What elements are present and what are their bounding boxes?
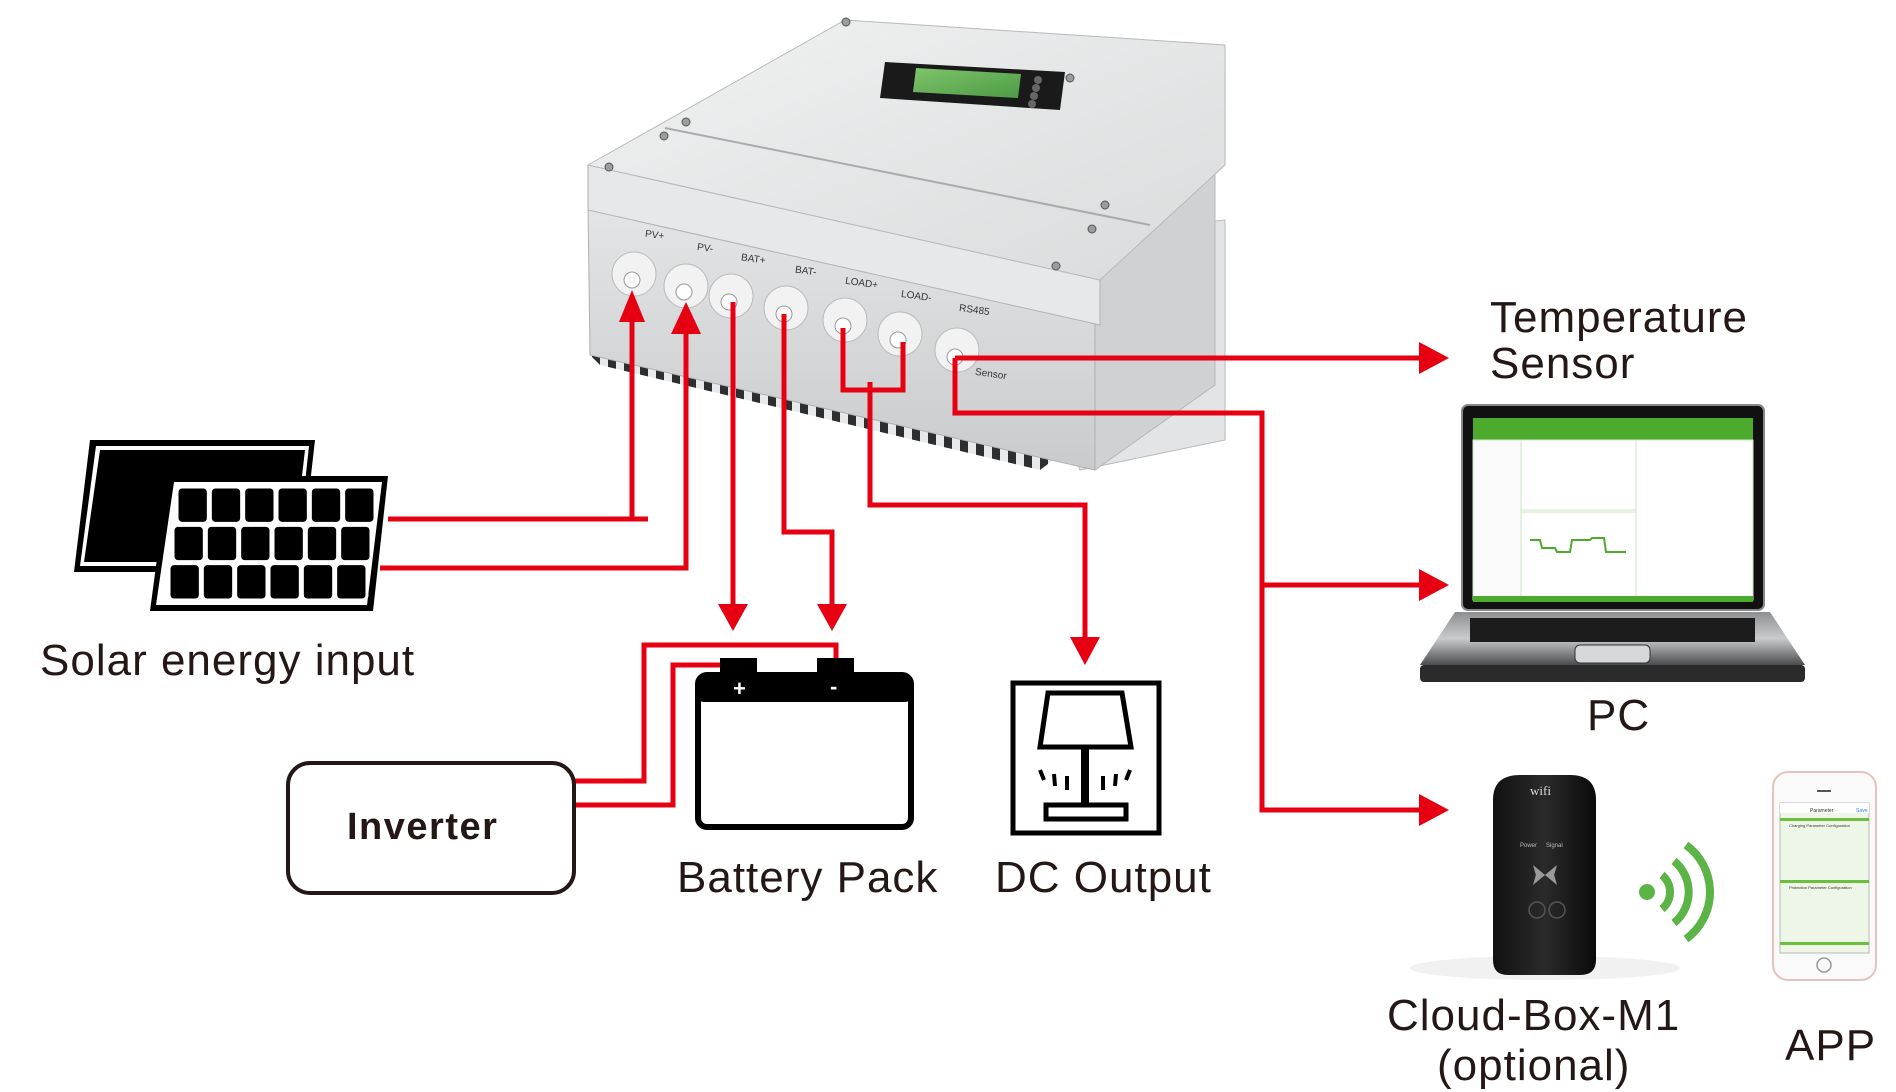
arrow-temp-sensor (1419, 342, 1449, 374)
arrow-pv-minus (671, 302, 701, 334)
controller-top (586, 19, 1226, 281)
solar-cell (204, 523, 240, 564)
lamp-icon (1010, 680, 1162, 836)
gland-load-minus (877, 311, 923, 357)
temperature-sensor-label-line2: Sensor (1490, 339, 1636, 388)
solar-cell (275, 485, 310, 525)
lcd-display (880, 62, 1065, 110)
solar-cell (167, 562, 202, 602)
lcd-button (1030, 92, 1038, 100)
cloud-box-label-line2: (optional) (1437, 1041, 1631, 1090)
solar-cell (267, 562, 302, 602)
wire-load-bracket (840, 328, 906, 393)
arrow-bat-minus (817, 604, 847, 631)
solar-panel-front (150, 476, 388, 611)
app-save-button[interactable]: Save (1856, 808, 1868, 814)
arrow-pc (1419, 569, 1449, 601)
solar-cell (200, 562, 236, 602)
lid-seam (664, 127, 1151, 226)
app-section-charging: Charging Parameter Configuration (1789, 823, 1850, 828)
wire-bat-minus (781, 314, 835, 605)
solar-cell (175, 485, 210, 525)
arrow-cloud-box (1419, 794, 1449, 826)
lcd-button (1034, 76, 1042, 84)
solar-cell (304, 523, 340, 564)
cloud-box-led-signal: Signal (1546, 843, 1563, 849)
battery-icon (695, 658, 914, 830)
wifi-signal-icon (1639, 841, 1715, 943)
pc-label: PC (1587, 691, 1651, 740)
solar-cell (342, 485, 377, 525)
cloud-box-label-line1: Cloud-Box-M1 (1387, 991, 1681, 1040)
cloud-box-device-icon (1410, 775, 1680, 980)
app-section-protection: Protection Parameter Configuration (1789, 885, 1852, 890)
cable-glands (611, 251, 980, 373)
solar-cell (208, 485, 244, 525)
inverter-box (286, 761, 576, 895)
screws (604, 17, 1110, 271)
wire-pv-minus (380, 332, 689, 571)
solar-cell (338, 523, 373, 564)
cloud-box-led-power: Power (1520, 843, 1538, 849)
port-label-pv-minus: PV- (696, 241, 714, 256)
phone-home-button (1816, 957, 1832, 973)
battery-plus-sign: + (733, 676, 747, 701)
laptop-keyboard (1470, 618, 1755, 642)
solar-panels-icon (74, 440, 388, 611)
smartphone-app-icon (1772, 771, 1877, 981)
solar-cell (171, 523, 206, 564)
lcd-button (1032, 84, 1040, 92)
inverter-label: Inverter (347, 806, 499, 848)
arrow-bat-plus (718, 604, 748, 631)
solar-cell (234, 562, 269, 602)
solar-cell (242, 485, 277, 525)
battery-pack-label: Battery Pack (677, 853, 939, 902)
app-label: APP (1785, 1021, 1877, 1070)
solar-cell (271, 523, 306, 564)
gland-pv-minus (663, 263, 709, 309)
temperature-sensor-label-line1: Temperature (1490, 293, 1749, 342)
solar-cell (238, 523, 273, 564)
mppt-controller (586, 17, 1226, 471)
arrow-pv-plus (619, 290, 645, 322)
battery-minus-sign: - (830, 674, 839, 699)
app-toolbar (1473, 418, 1753, 440)
dc-output-label: DC Output (995, 853, 1212, 902)
gland-pv-plus (611, 251, 657, 297)
reset-button (1548, 901, 1566, 919)
app-chart-line (1530, 537, 1626, 553)
wire-inverter-minus (575, 642, 839, 784)
wire-inverter-plus (575, 662, 720, 808)
solar-cell (334, 562, 369, 602)
lcd-button (1028, 100, 1036, 108)
exit-default-button (1528, 901, 1546, 919)
wiring (380, 290, 1449, 826)
app-screen-title: Parameter (1810, 808, 1834, 814)
arrow-dc-output (1070, 637, 1100, 665)
solar-energy-input-label: Solar energy input (40, 636, 416, 685)
wire-load-out (867, 382, 1088, 640)
cloud-box-wifi-text: wifi (1530, 783, 1551, 798)
solar-cell (300, 562, 336, 602)
laptop-pc-icon (1420, 404, 1805, 682)
wire-rs485-bus (952, 358, 1420, 813)
cloud-box-logo (1533, 865, 1557, 885)
solar-cell (308, 485, 344, 525)
